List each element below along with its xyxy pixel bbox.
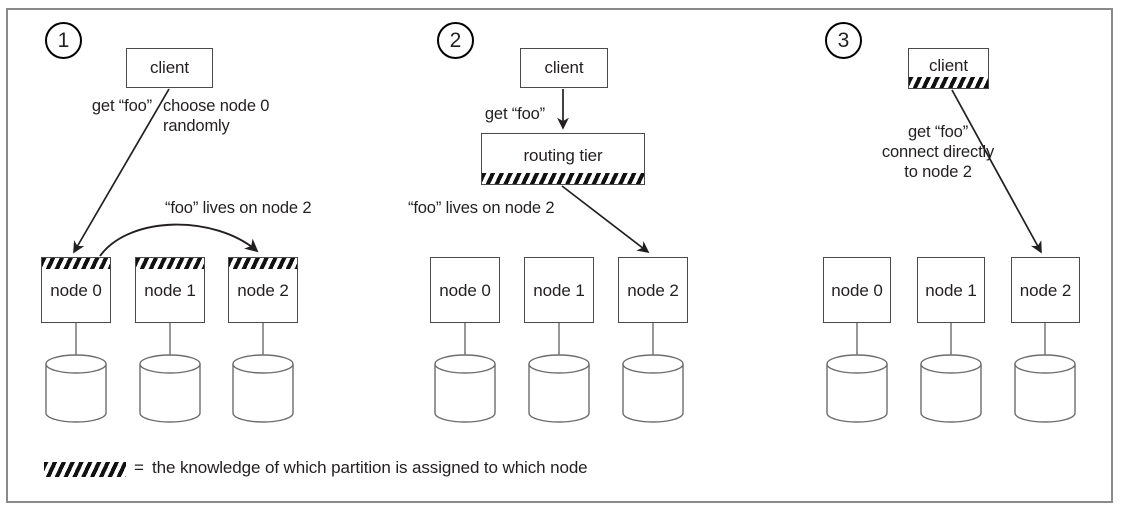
panel3-node-2-label: node 2 (1019, 281, 1072, 300)
step-number-3: 3 (825, 22, 862, 59)
panel1-caption-choose-node: choose node 0 randomly (163, 97, 270, 135)
panel2-node-2-box: node 2 (618, 257, 688, 323)
panel3-client-box: client (908, 48, 989, 89)
panel3-client-hatch (909, 77, 988, 88)
panel2-client-label: client (544, 58, 584, 77)
panel2-caption-get-foo: get “foo” (484, 105, 545, 123)
panel2-node-2-label: node 2 (627, 281, 679, 300)
panel3-caption-get-foo-connect: get “foo” connect directly to node 2 (881, 123, 995, 181)
panel1-node-0-hatch (42, 258, 110, 269)
panel3-node-0-box: node 0 (823, 257, 891, 323)
panel2-routing-tier-label: routing tier (523, 146, 603, 165)
panel3-node-1-label: node 1 (925, 281, 977, 300)
panel3-client-label: client (928, 56, 969, 75)
panel2-store-2-label: “foo” (636, 375, 670, 393)
legend-equals: = (134, 458, 144, 477)
panel2-routing-tier-box: routing tier (481, 133, 645, 185)
panel1-node-2-box: node 2 (228, 257, 298, 323)
panel1-caption-foo-lives: “foo” lives on node 2 (165, 199, 312, 217)
panel3-node-0-label: node 0 (831, 281, 883, 300)
panel1-caption-get-foo: get “foo” (91, 97, 152, 115)
panel3-node-1-box: node 1 (917, 257, 985, 323)
panel1-node-2-label: node 2 (237, 281, 289, 300)
panel2-node-0-box: node 0 (430, 257, 500, 323)
panel1-node-2-hatch (229, 258, 297, 269)
panel3-store-2-label: “foo” (1028, 375, 1063, 393)
panel2-caption-foo-lives: “foo” lives on node 2 (408, 199, 555, 217)
panel2-node-0-label: node 0 (439, 281, 491, 300)
panel1-store-2-label: “foo” (246, 375, 280, 393)
panel1-node-1-hatch (136, 258, 204, 269)
panel2-client-box: client (520, 48, 608, 88)
panel2-routing-tier-hatch (482, 173, 644, 184)
panel3-node-2-box: node 2 (1011, 257, 1080, 323)
panel1-node-0-box: node 0 (41, 257, 111, 323)
panel1-node-1-box: node 1 (135, 257, 205, 323)
legend-hatch-swatch (44, 462, 126, 477)
legend-description: the knowledge of which partition is assi… (152, 458, 588, 477)
panel2-node-1-box: node 1 (524, 257, 594, 323)
step-number-1: 1 (45, 22, 82, 59)
panel1-client-box: client (126, 48, 213, 88)
panel1-client-label: client (149, 58, 190, 77)
panel1-node-1-label: node 1 (144, 281, 196, 300)
panel1-node-0-label: node 0 (50, 281, 102, 300)
step-number-2: 2 (437, 22, 474, 59)
panel2-node-1-label: node 1 (533, 281, 585, 300)
